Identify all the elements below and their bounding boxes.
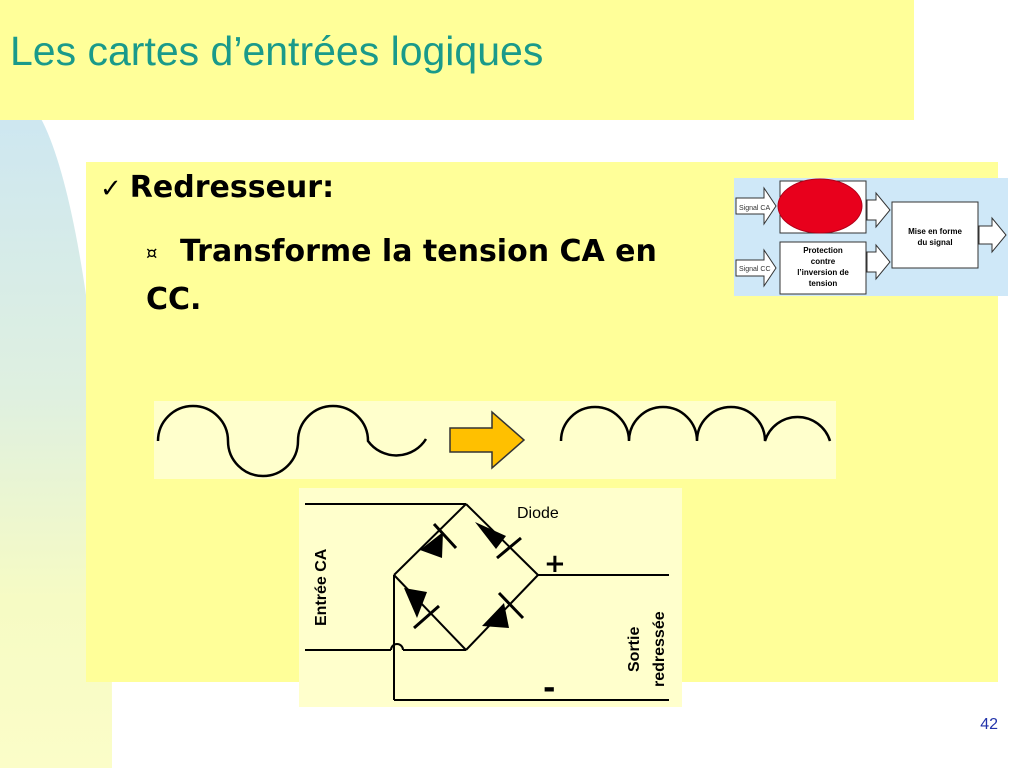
slide-title: Les cartes d’entrées logiques: [10, 28, 544, 74]
signal-ca-label: Signal CA: [739, 205, 770, 212]
protection-line-2: contre: [811, 257, 836, 266]
subbullet-transforme: ¤ Transforme la tension CA en CC.: [146, 228, 786, 324]
output-label-line-1: Sortie: [626, 627, 643, 672]
title-band: Les cartes d’entrées logiques: [0, 0, 914, 120]
input-card-block-diagram: Signal CA Signal CC Protection contre l’…: [734, 178, 1008, 296]
signal-cc-label: Signal CC: [739, 266, 771, 273]
bottom-connector-arrow: [866, 243, 891, 281]
minus-sign: -: [543, 671, 555, 706]
mise-en-forme-box: [891, 201, 979, 269]
protection-line-1: Protection: [803, 246, 843, 255]
signal-ca-arrow: [735, 186, 777, 226]
currency-sign-icon: ¤: [146, 243, 158, 264]
protection-box: [779, 241, 867, 295]
subbullet-line-1: Transforme la tension CA en: [180, 234, 657, 269]
diode-top-right: [475, 522, 522, 560]
subbullet-text: Transforme la tension CA en CC.: [146, 228, 786, 324]
bridge-rectifier-svg: Diode + - Entrée CA Sortie redressée: [305, 503, 669, 706]
diode-bottom-left: [404, 588, 440, 630]
diode-bottom-right: [482, 591, 525, 628]
signal-cc-arrow: [735, 248, 777, 288]
bullet-redresseur: ✓Redresseur:: [100, 170, 334, 205]
input-ac-label: Entrée CA: [313, 548, 330, 626]
mise-line-1: Mise en forme: [908, 227, 962, 236]
rectified-wave: [559, 405, 832, 442]
protection-line-3: l’inversion de: [797, 268, 849, 277]
bullet-redresseur-text: Redresseur:: [129, 170, 335, 205]
mise-line-2: du signal: [917, 238, 952, 247]
output-label-line-2: redressée: [651, 611, 668, 687]
plus-sign: +: [544, 549, 566, 579]
protection-line-4: tension: [809, 279, 838, 288]
bridge-rectifier-circuit: Diode + - Entrée CA Sortie redressée: [299, 488, 682, 707]
block-diagram-svg: Signal CA Signal CC Protection contre l’…: [735, 178, 1007, 295]
page-number: 42: [980, 716, 998, 733]
waveform-illustration: [154, 401, 836, 479]
waveform-svg: [156, 404, 832, 478]
conversion-arrow-icon: [449, 410, 526, 470]
subbullet-line-2: CC.: [146, 282, 202, 317]
red-highlight-ellipse: [777, 178, 863, 234]
checkmark-icon: ✓: [100, 174, 122, 204]
ac-sine-wave: [156, 404, 428, 478]
diode-top-left: [420, 522, 458, 558]
output-arrow: [978, 216, 1007, 254]
diode-label: Diode: [517, 505, 559, 522]
top-connector-arrow: [866, 191, 891, 229]
